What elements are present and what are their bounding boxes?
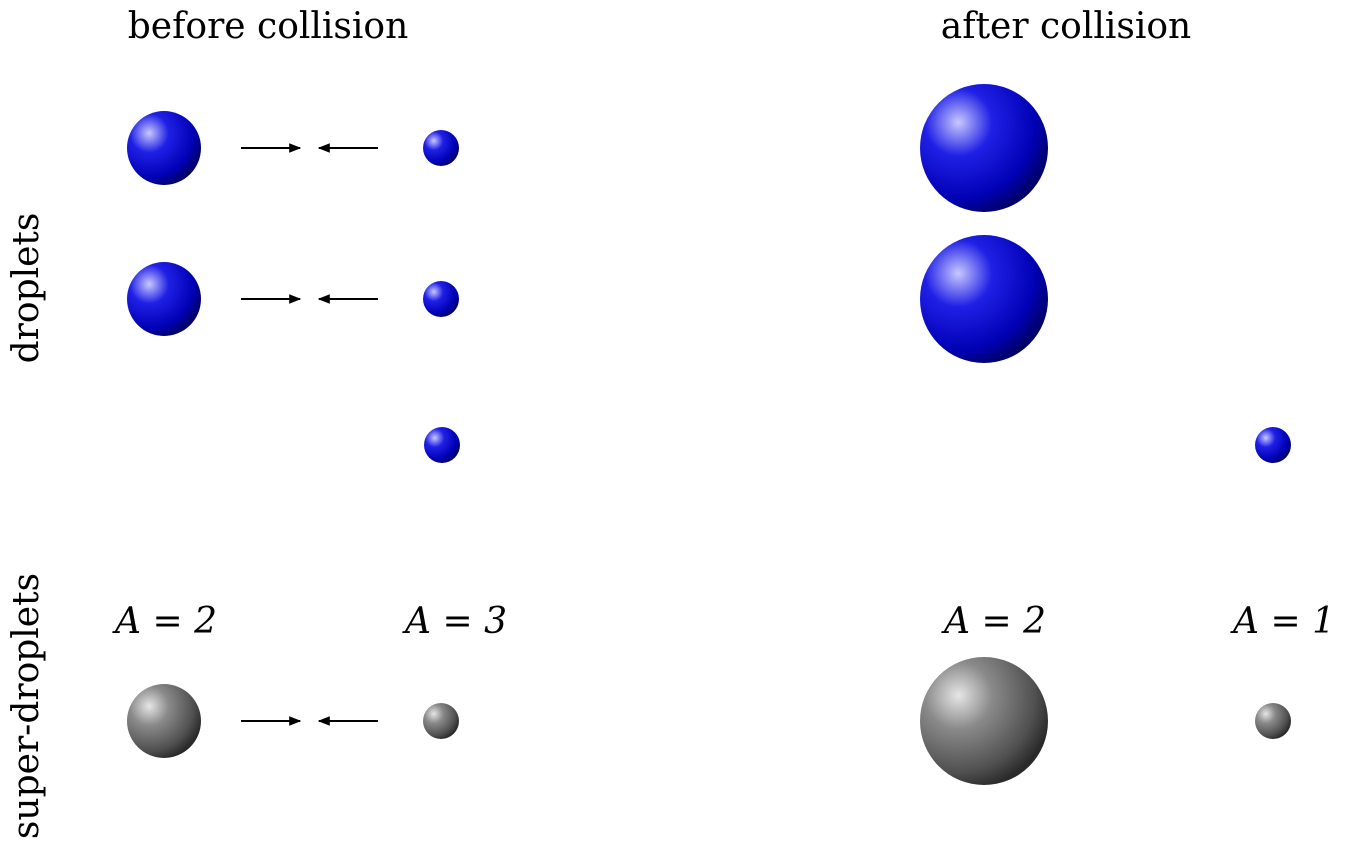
multiplicity-label: A = 1 xyxy=(1230,601,1335,642)
multiplicity-label: A = 3 xyxy=(402,601,507,642)
droplet-icon xyxy=(127,111,201,185)
super-droplets-row-label: super-droplets xyxy=(6,573,47,839)
multiplicity-label: A = 2 xyxy=(941,601,1046,642)
merged-super-droplet-icon xyxy=(920,657,1048,785)
before-collision-heading: before collision xyxy=(128,6,409,47)
super-droplet-icon xyxy=(1255,703,1291,739)
droplet-icon xyxy=(423,130,459,166)
droplets-row-label: droplets xyxy=(6,213,47,364)
super-droplet-icon xyxy=(127,684,201,758)
after-collision-heading: after collision xyxy=(941,6,1191,47)
super-droplet-icon xyxy=(423,703,459,739)
merged-droplet-icon xyxy=(920,235,1048,363)
droplet-icon xyxy=(423,281,459,317)
droplet-icon xyxy=(1255,427,1291,463)
multiplicity-label: A = 2 xyxy=(112,601,217,642)
merged-droplet-icon xyxy=(920,84,1048,212)
droplet-icon xyxy=(127,262,201,336)
droplet-icon xyxy=(424,427,460,463)
